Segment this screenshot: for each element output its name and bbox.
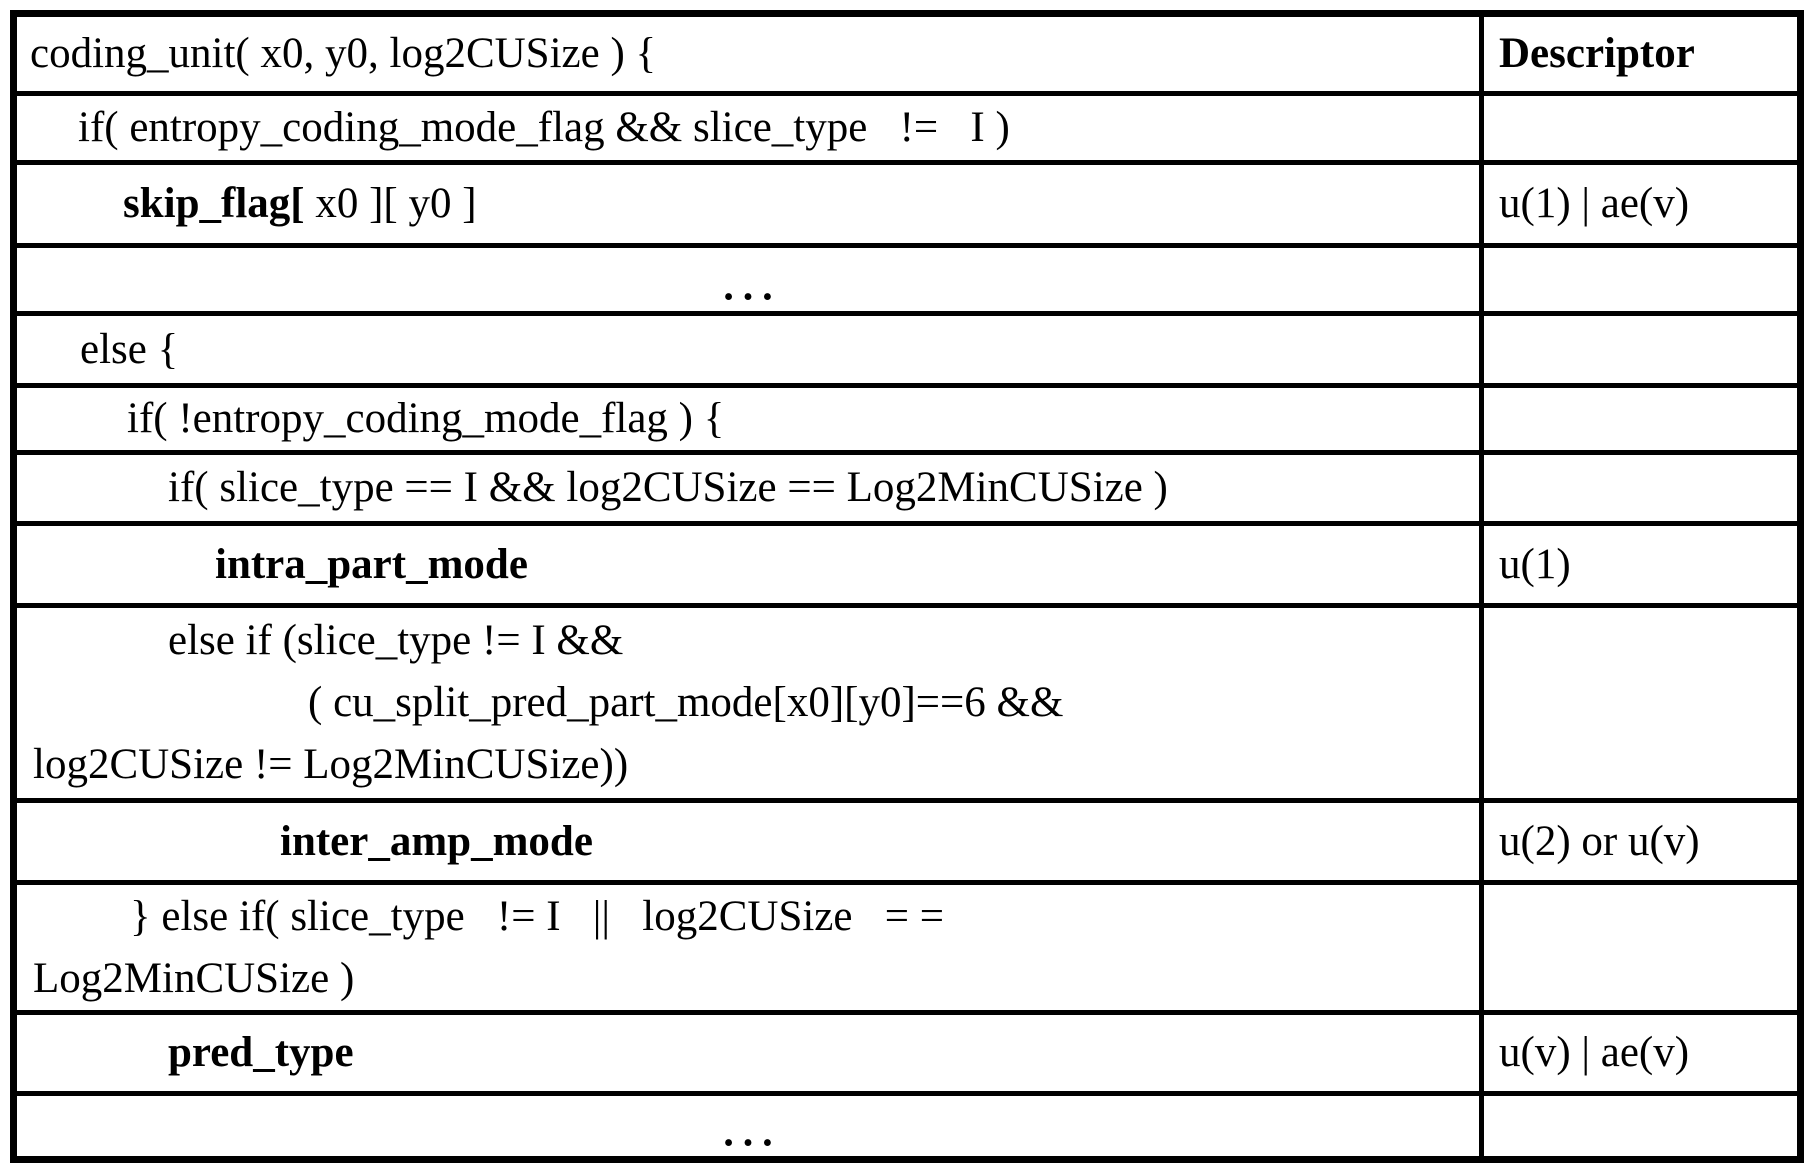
header-descriptor-cell: Descriptor [1484, 17, 1797, 91]
descriptor-cell [1484, 608, 1797, 798]
syntax-line: log2CUSize != Log2MinCUSize)) [17, 734, 1479, 796]
descriptor-cell: u(2) or u(v) [1484, 803, 1797, 880]
syntax-line: … [719, 248, 777, 311]
syntax-cell: inter_amp_mode [17, 803, 1479, 880]
syntax-cell: else if (slice_type != I && ( cu_split_pr… [17, 608, 1479, 798]
header-syntax-cell: coding_unit( x0, y0, log2CUSize ) { [17, 17, 1479, 91]
syntax-cell: intra_part_mode [17, 526, 1479, 603]
descriptor-cell: u(1) | ae(v) [1484, 165, 1797, 243]
descriptor-cell [1484, 96, 1797, 160]
syntax-text: … [719, 248, 777, 311]
syntax-line: if( slice_type == I && log2CUSize == Log… [17, 457, 1479, 519]
syntax-cell: if( !entropy_coding_mode_flag ) { [17, 388, 1479, 450]
syntax-text: else if (slice_type != I && [168, 617, 624, 664]
ellipsis-cell: … [17, 248, 1479, 311]
syntax-line: skip_flag[ x0 ][ y0 ] [17, 173, 1479, 235]
syntax-cell: else { [17, 316, 1479, 383]
syntax-cell: if( entropy_coding_mode_flag && slice_ty… [17, 96, 1479, 160]
syntax-line: inter_amp_mode [17, 811, 1479, 873]
syntax-text: } else if( slice_type != I || log2CUSize… [130, 892, 944, 940]
syntax-line: if( !entropy_coding_mode_flag ) { [17, 388, 1479, 450]
syntax-text: if( !entropy_coding_mode_flag ) { [127, 395, 725, 442]
syntax-line: } else if( slice_type != I || log2CUSize… [17, 886, 1479, 948]
syntax-element-name: inter_amp_mode [280, 817, 593, 865]
syntax-text: Log2MinCUSize ) [33, 954, 355, 1002]
descriptor-cell [1484, 455, 1797, 521]
syntax-line: else if (slice_type != I && [17, 610, 1479, 672]
syntax-text: log2CUSize != Log2MinCUSize)) [33, 741, 629, 788]
syntax-line: intra_part_mode [17, 534, 1479, 596]
syntax-text: ( cu_split_pred_part_mode[x0][y0]==6 && [308, 679, 1064, 726]
syntax-line: … [719, 1097, 777, 1155]
syntax-cell: pred_type [17, 1015, 1479, 1091]
descriptor-cell [1484, 316, 1797, 383]
descriptor-cell [1484, 1096, 1797, 1156]
syntax-table: coding_unit( x0, y0, log2CUSize ) { Descr… [10, 10, 1804, 1163]
ellipsis-cell: … [17, 1096, 1479, 1156]
syntax-line: coding_unit( x0, y0, log2CUSize ) { [17, 23, 1479, 85]
syntax-text: coding_unit( x0, y0, log2CUSize ) { [30, 30, 657, 77]
syntax-text: if( entropy_coding_mode_flag && slice_ty… [78, 104, 1010, 151]
syntax-line: Log2MinCUSize ) [17, 948, 1479, 1010]
descriptor-cell [1484, 248, 1797, 311]
descriptor-cell: u(v) | ae(v) [1484, 1015, 1797, 1091]
syntax-cell: } else if( slice_type != I || log2CUSize… [17, 885, 1479, 1010]
syntax-element-name: intra_part_mode [215, 540, 528, 588]
syntax-element-name: pred_type [168, 1029, 354, 1076]
descriptor-cell [1484, 885, 1797, 1010]
syntax-text: … [719, 1096, 777, 1156]
syntax-cell: skip_flag[ x0 ][ y0 ] [17, 165, 1479, 243]
syntax-text: x0 ][ y0 ] [304, 180, 477, 227]
syntax-line: else { [17, 319, 1479, 381]
descriptor-cell [1484, 388, 1797, 450]
syntax-line: pred_type [17, 1022, 1479, 1084]
syntax-element-name: skip_flag[ [123, 180, 305, 227]
syntax-text: if( slice_type == I && log2CUSize == Log… [168, 464, 1168, 511]
syntax-line: ( cu_split_pred_part_mode[x0][y0]==6 && [17, 672, 1479, 734]
syntax-text: else { [80, 325, 179, 373]
syntax-cell: if( slice_type == I && log2CUSize == Log… [17, 455, 1479, 521]
descriptor-cell: u(1) [1484, 526, 1797, 603]
syntax-line: if( entropy_coding_mode_flag && slice_ty… [17, 97, 1479, 159]
